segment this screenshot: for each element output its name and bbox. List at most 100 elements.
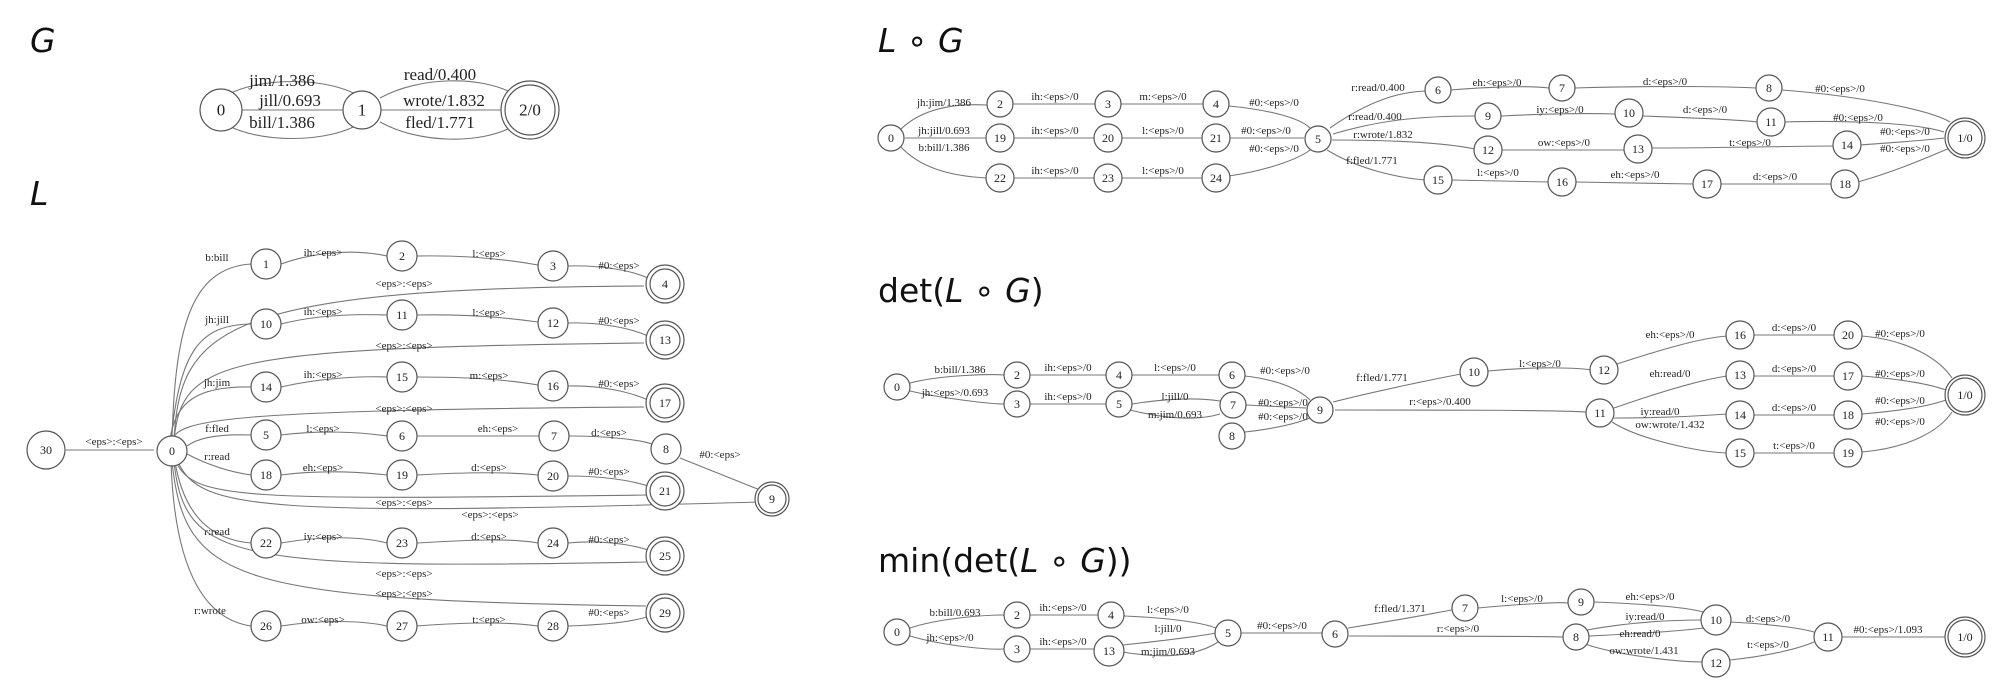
state-label: 12 [1710, 656, 1722, 670]
state-node [1094, 90, 1122, 118]
state-node [1451, 594, 1479, 622]
edge-label: #0:<eps> [598, 260, 639, 272]
state-node [1725, 360, 1755, 390]
edge-label: eh:<eps>/0 [1645, 329, 1695, 341]
state-node [538, 420, 570, 452]
edge-label: r:read [204, 526, 230, 538]
state-node [1567, 588, 1595, 616]
state-label: 21 [1210, 131, 1222, 145]
edge-label: l:jill/0 [1162, 391, 1189, 403]
edge [679, 457, 761, 491]
edge-label: f:fled/1.771 [1356, 372, 1408, 384]
edge-label: <eps>:<eps> [375, 278, 432, 290]
state-node [156, 435, 188, 467]
state-label: 7 [1462, 601, 1468, 615]
edge [1611, 421, 1728, 454]
state-node [26, 430, 66, 470]
edge [1588, 627, 1705, 637]
state-label: 0 [169, 444, 175, 458]
state-node [250, 610, 282, 642]
edge [1861, 335, 1953, 379]
title-l: L [30, 174, 48, 213]
state-node [1218, 422, 1246, 450]
edge-label: ih:<eps>/0 [1039, 602, 1087, 614]
state-node [1424, 76, 1452, 104]
edge [1329, 90, 1426, 129]
state-label: 18 [260, 468, 272, 482]
state-label: 4 [1213, 97, 1219, 111]
state-label: 1/0 [1957, 131, 1972, 145]
state-label: 26 [260, 619, 272, 633]
edge-label: d:<eps>/0 [1746, 613, 1791, 625]
state-label: 3 [1105, 97, 1111, 111]
edge-label: #0:<eps>/0 [1833, 112, 1883, 124]
edge-label: f:fled/1.371 [1374, 603, 1426, 615]
final-state-inner [649, 475, 681, 507]
final-state-inner [649, 540, 681, 572]
edge-label: r:wrote [194, 605, 226, 617]
state-label: 5 [263, 428, 269, 442]
state-node [1093, 635, 1125, 667]
state-label: 24 [1210, 171, 1222, 185]
state-node [883, 373, 911, 401]
edge-label: jh:jim [203, 377, 231, 389]
state-node [250, 419, 282, 451]
state-label: 2/0 [519, 101, 541, 120]
state-node [1832, 130, 1862, 160]
edge-label: l:<eps>/0 [1154, 362, 1196, 374]
state-label: 9 [769, 492, 775, 506]
state-node [1830, 169, 1860, 199]
state-label: 27 [396, 619, 408, 633]
edge-label: l:<eps> [472, 248, 505, 260]
state-label: 17 [1842, 369, 1854, 383]
edge [1228, 105, 1311, 129]
state-label: 6 [1229, 368, 1235, 382]
edge [1332, 115, 1476, 135]
state-label: 6 [399, 429, 405, 443]
state-node [1548, 74, 1576, 102]
state-node [1562, 623, 1590, 651]
edge-label: d:<eps>/0 [1772, 402, 1817, 414]
final-state-inner [757, 484, 787, 514]
state-label: 22 [994, 171, 1006, 185]
state-label: 18 [1839, 177, 1851, 191]
state-node [1725, 400, 1755, 430]
edge [1584, 643, 1704, 663]
final-state-inner [504, 84, 556, 136]
edge [1861, 411, 1953, 453]
state-label: 8 [663, 442, 669, 456]
state-node [985, 123, 1015, 153]
edge [1244, 375, 1311, 401]
state-label: 0 [894, 380, 900, 394]
state-node [386, 459, 418, 491]
edge-label: ih:<eps>/0 [1031, 125, 1079, 137]
state-node [985, 163, 1015, 193]
state-node [386, 240, 418, 272]
state-label: 13 [1103, 644, 1115, 658]
state-label: 20 [547, 469, 559, 483]
final-state-inner [649, 387, 681, 419]
edge-label: #0:<eps> [699, 449, 740, 461]
state-label: 10 [260, 317, 272, 331]
edge [1616, 335, 1728, 365]
edge-label: l:<eps>/0 [1142, 165, 1184, 177]
edge-g-1-2-fled [379, 121, 513, 140]
state-node [250, 248, 282, 280]
state-label: 11 [396, 308, 408, 322]
edge-label: m:<eps> [470, 370, 509, 382]
edge [280, 537, 388, 544]
state-node [537, 527, 569, 559]
edge-label: <eps>:<eps> [85, 436, 142, 448]
edge-label: #0:<eps>/0 [1258, 411, 1308, 423]
edge-label: <eps>:<eps> [375, 340, 432, 352]
edge-label: eh:<eps>/0 [1625, 591, 1675, 603]
edge [280, 431, 388, 437]
edge [280, 620, 388, 627]
edge-label: d:<eps>/0 [1683, 104, 1728, 116]
edge-label: ow:wrote/1.431 [1609, 645, 1678, 657]
state-node [1423, 165, 1453, 195]
state-label: 7 [1559, 81, 1565, 95]
edge-label: iy:read/0 [1640, 406, 1680, 418]
edge-label: jh:<eps>/0 [925, 632, 974, 644]
edge-label: <eps>:<eps> [375, 588, 432, 600]
